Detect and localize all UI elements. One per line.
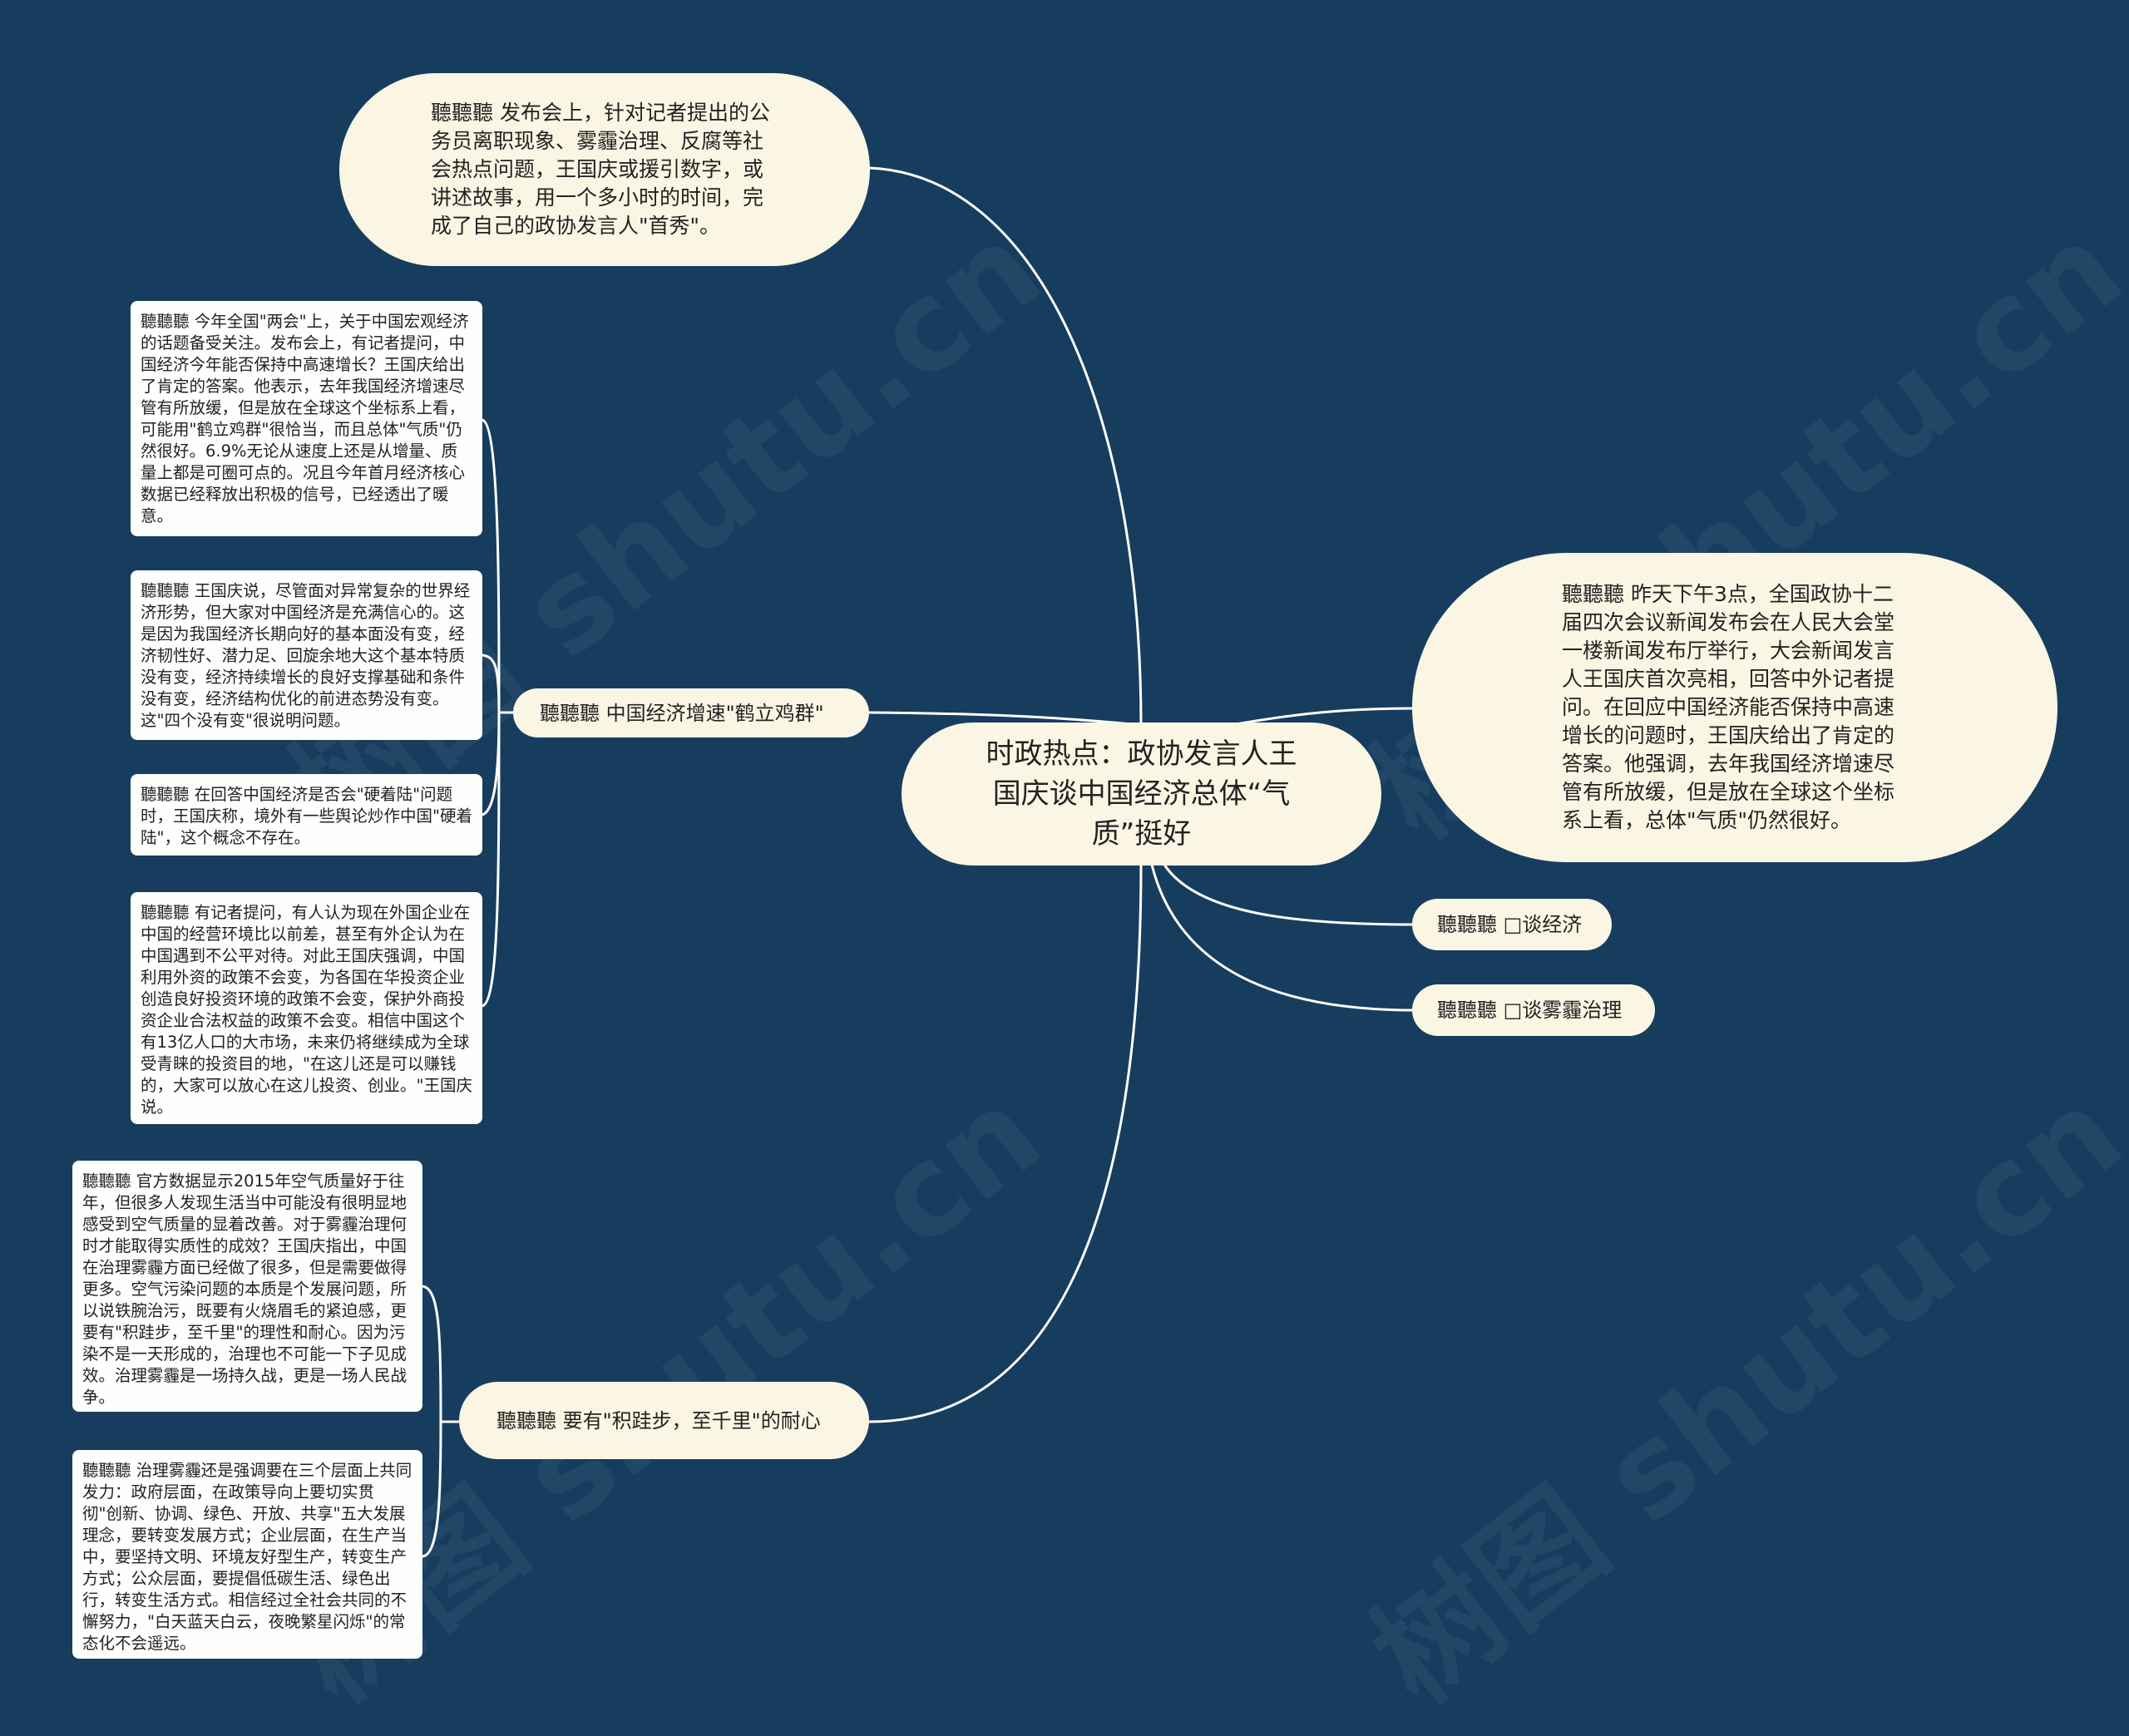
smog-card-2: 聽聽聽 治理雾霾还是强调要在三个层面上共同发力：政府层面，在政策导向上要切实贯彻…: [72, 1450, 422, 1659]
pill-economy-text: 聽聽聽 □谈经济: [1437, 913, 1583, 936]
connector-right-oval: [1230, 707, 1415, 727]
economy-card-4: 聽聽聽 有记者提问，有人认为现在外国企业在中国的经营环境比以前差，甚至有外企认为…: [131, 892, 482, 1124]
economy-card-1: 聽聽聽 今年全国"两会"上，关于中国宏观经济的话题备受关注。发布会上，有记者提问…: [131, 301, 482, 536]
branch-smog[interactable]: 聽聽聽 要有"积跬步，至千里"的耐心: [459, 1382, 869, 1459]
central-topic-text: 时政热点：政协发言人王国庆谈中国经济总体“气质”挺好: [985, 737, 1297, 851]
central-topic[interactable]: 时政热点：政协发言人王国庆谈中国经济总体“气质”挺好: [901, 723, 1381, 866]
branch-smog-label: 聽聽聽 要有"积跬步，至千里"的耐心: [496, 1408, 821, 1433]
economy-card-2: 聽聽聽 王国庆说，尽管面对异常复杂的世界经济形势，但大家对中国经济是充满信心的。…: [131, 570, 482, 740]
connector-smog: [868, 864, 1143, 1423]
smog-card-1: 聽聽聽 官方数据显示2015年空气质量好于往年，但很多人发现生活当中可能没有很明…: [72, 1161, 422, 1412]
pill-economy[interactable]: 聽聽聽 □谈经济: [1412, 899, 1612, 950]
top-oval-text: 聽聽聽 发布会上，针对记者提出的公务员离职现象、雾霾治理、反腐等社会热点问题，王…: [431, 101, 770, 238]
connector-pill-1: [1163, 864, 1415, 926]
connector-top: [868, 166, 1143, 726]
connector-economy: [868, 711, 1142, 727]
right-oval-text: 聽聽聽 昨天下午3点，全国政协十二届四次会议新闻发布会在人民大会堂一楼新闻发布厅…: [1562, 582, 1895, 832]
economy-card-3: 聽聽聽 在回答中国经济是否会"硬着陆"问题时，王国庆称，境外有一些舆论炒作中国"…: [131, 774, 482, 856]
pill-smog[interactable]: 聽聽聽 □谈雾霾治理: [1412, 984, 1655, 1036]
right-oval-node[interactable]: 聽聽聽 昨天下午3点，全国政协十二届四次会议新闻发布会在人民大会堂一楼新闻发布厅…: [1412, 553, 2057, 862]
branch-economy-label: 聽聽聽 中国经济增速"鹤立鸡群": [540, 701, 824, 725]
top-oval-node[interactable]: 聽聽聽 发布会上，针对记者提出的公务员离职现象、雾霾治理、反腐等社会热点问题，王…: [339, 73, 870, 266]
connector-pill-2: [1150, 864, 1415, 1012]
branch-economy[interactable]: 聽聽聽 中国经济增速"鹤立鸡群": [513, 688, 869, 737]
pill-smog-text: 聽聽聽 □谈雾霾治理: [1437, 999, 1623, 1022]
